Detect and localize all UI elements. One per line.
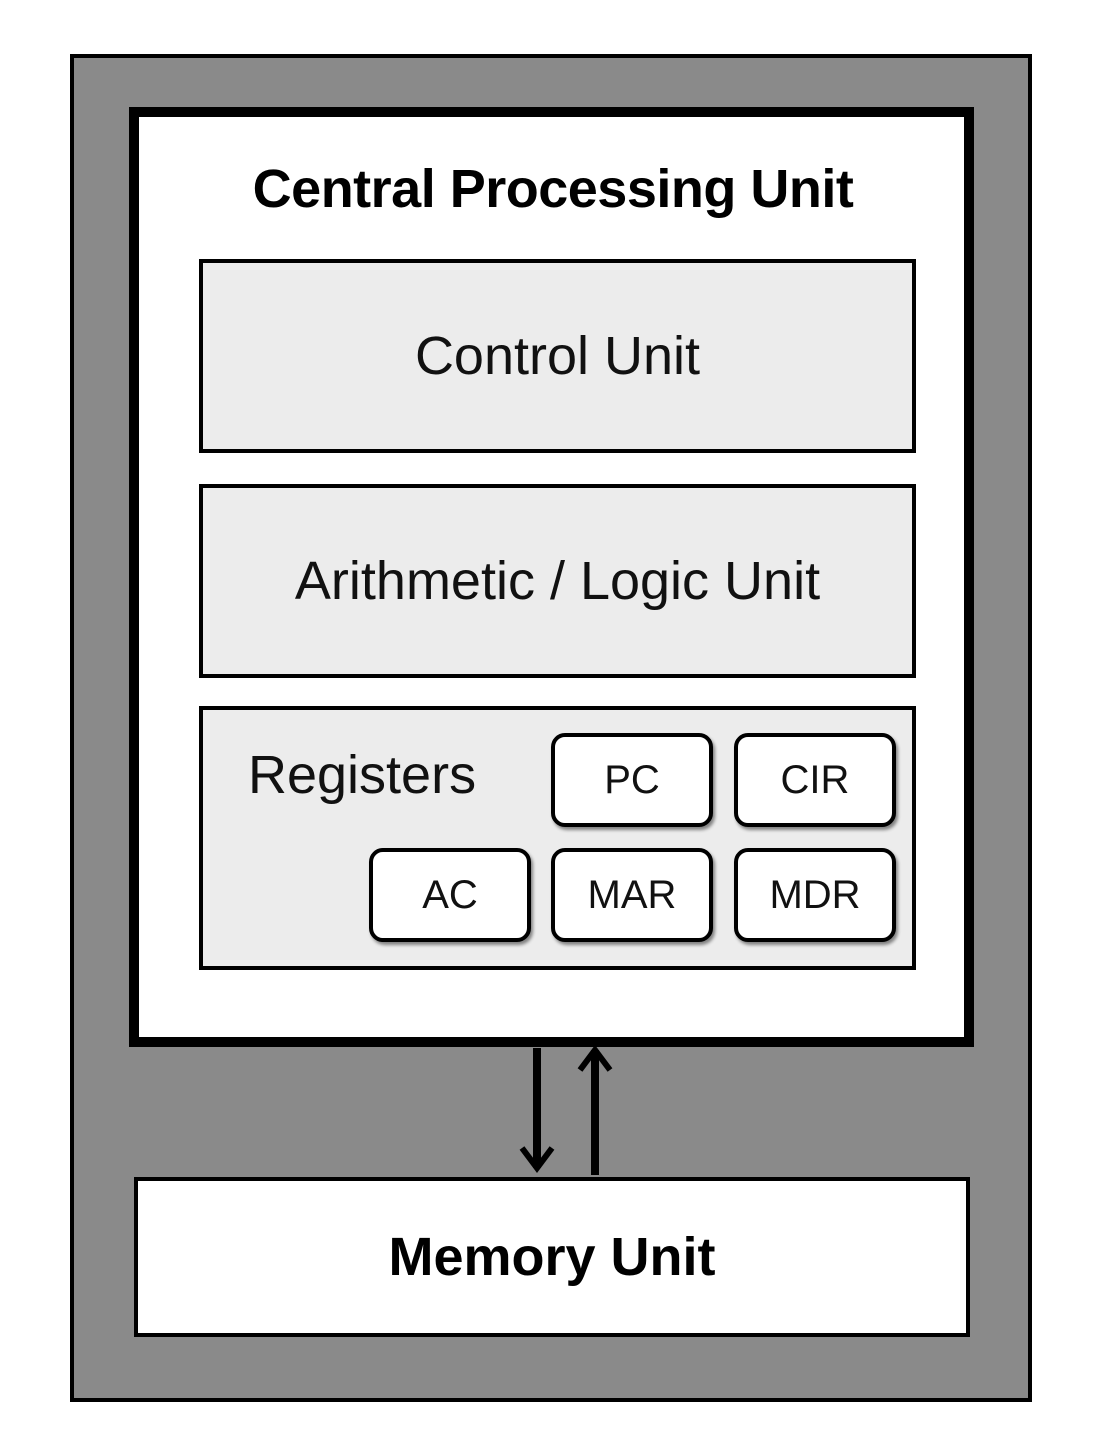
control-unit-label: Control Unit [414, 326, 701, 386]
register-ac: AC [369, 848, 531, 942]
register-cir: CIR [734, 733, 896, 827]
cpu-title: Central Processing Unit [252, 159, 854, 219]
register-mdr-label: MDR [769, 872, 861, 917]
register-pc: PC [551, 733, 713, 827]
register-mar-label: MAR [587, 872, 677, 917]
arrow-up-icon [577, 1045, 613, 1175]
alu-box: Arithmetic / Logic Unit [199, 484, 916, 678]
register-mdr: MDR [734, 848, 896, 942]
alu-label: Arithmetic / Logic Unit [294, 551, 821, 611]
arrow-down-icon [519, 1048, 555, 1173]
registers-label: Registers [248, 745, 477, 805]
register-ac-label: AC [422, 872, 478, 917]
memory-unit-label: Memory Unit [388, 1227, 716, 1287]
data-bus-arrows [519, 1045, 613, 1175]
memory-unit-box: Memory Unit [134, 1177, 970, 1337]
register-cir-label: CIR [780, 757, 850, 802]
register-mar: MAR [551, 848, 713, 942]
control-unit-box: Control Unit [199, 259, 916, 453]
register-pc-label: PC [604, 757, 660, 802]
